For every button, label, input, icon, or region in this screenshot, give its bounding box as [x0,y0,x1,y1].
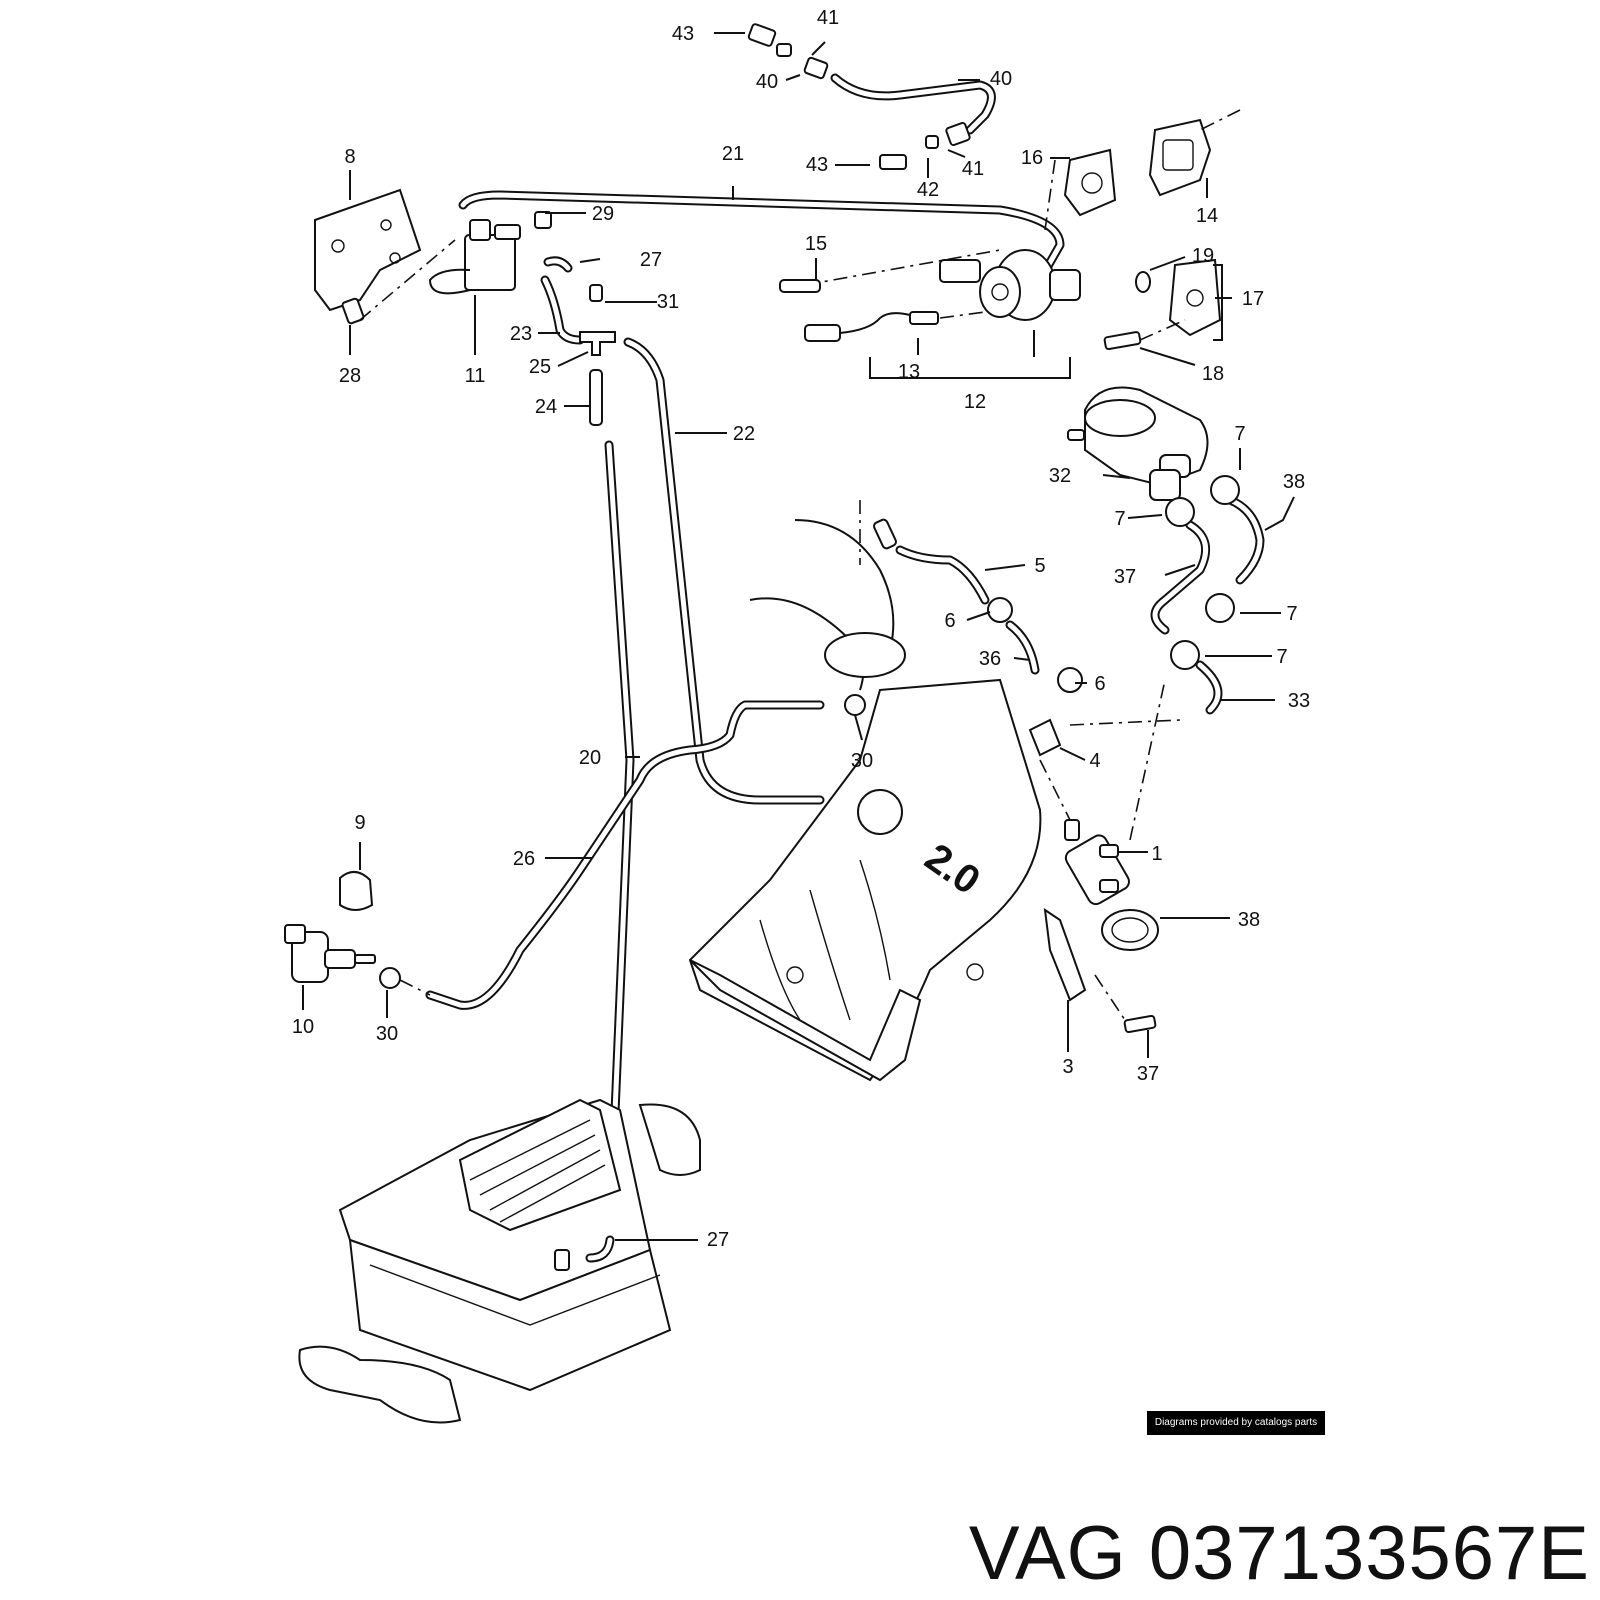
callout-36: 38 [1283,471,1305,493]
callout-33: 33 [1288,690,1310,712]
callout-labels: 43 41 40 40 43 42 41 16 14 8 28 11 29 27… [292,7,1310,1251]
callout-27-top: 27 [640,249,662,271]
callout-30-b: 30 [376,1023,398,1045]
callout-7-c: 7 [1286,603,1297,625]
callout-35: 37 [1114,566,1136,588]
callout-6-a: 6 [944,610,955,632]
callout-38: 38 [1238,909,1260,931]
air-filter-box [298,1098,701,1424]
valve-10 [284,924,376,983]
callout-12: 12 [964,391,986,413]
callout-7-a: 7 [1234,423,1245,445]
callout-26: 26 [513,848,535,870]
valve-11 [428,211,552,295]
callout-31: 31 [657,291,679,313]
callout-5: 5 [1034,555,1045,577]
callout-23: 23 [510,323,532,345]
callout-30-a: 30 [851,750,873,772]
callout-37: 37 [1137,1063,1159,1085]
egr-valve-12 [939,249,1081,321]
callout-32: 32 [1049,465,1071,487]
valve-1 [1064,819,1130,906]
callout-27-bottom: 27 [707,1229,729,1251]
callout-34: 36 [979,648,1001,670]
callout-24: 24 [535,396,557,418]
callout-3: 3 [1062,1056,1073,1078]
flange-14 [1148,118,1212,197]
leader-lines [302,32,1295,1241]
callout-42: 43 [672,23,694,45]
callout-6-b: 6 [1094,673,1105,695]
callout-15: 15 [805,233,827,255]
gasket-16 [1063,148,1117,217]
callout-18: 18 [1202,363,1224,385]
callout-40: 40 [756,71,778,93]
callout-40-lower: 41 [962,158,984,180]
callout-10: 10 [292,1016,314,1038]
callout-16: 16 [1021,147,1043,169]
callout-21: 21 [722,143,744,165]
callout-14: 14 [1196,205,1218,227]
callout-29: 29 [592,203,614,225]
callout-4: 4 [1089,750,1100,772]
callout-22: 22 [733,423,755,445]
callout-20: 20 [579,747,601,769]
part-line-39 [747,23,996,170]
flange-17 [1168,258,1222,337]
diagram-artwork [284,23,1265,1424]
callout-43: 43 [806,154,828,176]
callout-9: 9 [354,812,365,834]
callout-41-lower: 42 [917,179,939,201]
callout-7-b: 7 [1114,508,1125,530]
callout-8: 8 [344,146,355,168]
callout-13: 13 [898,361,920,383]
callout-28: 28 [339,365,361,387]
callout-25: 25 [529,356,551,378]
credit-badge: Diagrams provided by catalogs parts [1147,1411,1325,1435]
callout-41: 41 [817,7,839,29]
part-number-caption: VAG 037133567E [968,1511,1590,1596]
canister-32 [1067,386,1209,501]
bracket-8 [314,188,422,325]
callout-17: 17 [1242,288,1264,310]
callout-39: 40 [990,68,1012,90]
callout-1: 1 [1151,843,1162,865]
intake-manifold [688,519,1042,1082]
callout-7-d: 7 [1276,646,1287,668]
callout-19: 19 [1192,245,1214,267]
callout-11: 11 [465,365,486,387]
